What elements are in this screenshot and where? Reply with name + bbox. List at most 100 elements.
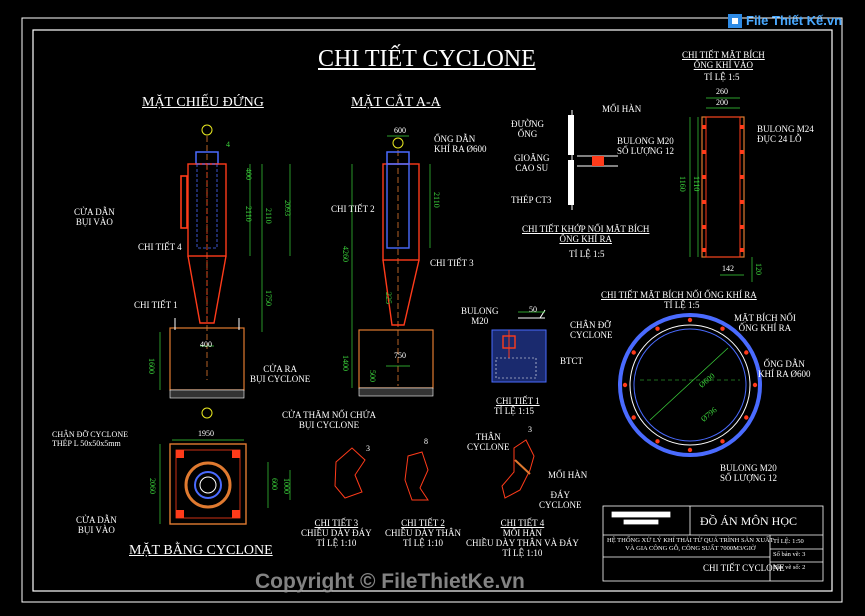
dim-elev-2110b: 2110 [264, 208, 273, 224]
dim-plan-2060: 2060 [148, 478, 157, 494]
dim-elev-1600: 1600 [147, 358, 156, 374]
flange-section-scale: TỈ LỆ 1:5 [704, 72, 740, 82]
flange-plan-caption: CHI TIẾT MẶT BÍCH NỐI ỐNG KHÍ RA [601, 290, 757, 300]
section-title: MẶT CẮT A-A [351, 95, 441, 110]
dim-plan-600: 600 [270, 478, 279, 490]
watermark: Copyright © FileThietKe.vn [255, 570, 525, 593]
elevation-title: MẶT CHIẾU ĐỨNG [142, 95, 264, 110]
dim-sec-600: 600 [394, 126, 406, 135]
detail-1 [491, 309, 547, 383]
tb-project: ĐỒ ÁN MÔN HỌC [700, 514, 798, 528]
flange-plan-detail [618, 313, 762, 457]
dim-elev-2110a: 2110 [244, 206, 253, 222]
dim-flange-260: 260 [716, 87, 728, 96]
detail2-label: CHI TIẾT 2 [331, 204, 375, 214]
detail3-label: CHI TIẾT 3 [430, 258, 474, 268]
tb-total: Bản vẽ số: 2 [773, 564, 806, 571]
flange-plan-scale: TỈ LỆ 1:5 [664, 300, 700, 310]
dim-flange-120: 120 [754, 263, 763, 275]
dim-t3b: 3 [528, 425, 532, 434]
bolt-hole [687, 317, 693, 323]
dim-sec-500: 500 [368, 370, 377, 382]
dim-elev-400: 400 [244, 168, 253, 180]
tb-sheet: CHI TIẾT CYCLONE [703, 563, 785, 573]
bolt-hole [631, 415, 636, 420]
plan-view [159, 407, 291, 525]
joint-scale: TỈ LỆ 1:5 [569, 249, 605, 259]
dim-flange-1110: 1110 [692, 176, 701, 192]
dim-elev-400b: 400 [200, 340, 212, 349]
detail4-label: CHI TIẾT 4 [138, 242, 182, 252]
dim-sec-4260: 4260 [341, 246, 350, 262]
dim-sec-750: 750 [394, 351, 406, 360]
tb-desc: HỆ THỐNG XỬ LÝ KHÍ THẢI TỪ QUÁ TRÌNH SẢN… [607, 537, 774, 552]
bolt-hole [720, 326, 725, 331]
bolt-hole [744, 415, 749, 420]
dim-flange-1160: 1160 [678, 176, 687, 192]
bolt-hole [744, 350, 749, 355]
bolt-hole [655, 439, 660, 444]
dim-sec-225: 225 [384, 292, 393, 304]
inner-frame [32, 29, 833, 592]
section-view [351, 135, 434, 397]
dim-sec-2110: 2110 [432, 192, 441, 208]
detail1-btct-label: BTCT [560, 356, 584, 366]
logo-text: File Thiết Kế.vn [746, 13, 843, 28]
joint-weld-label: MỐI HÀN [602, 104, 642, 114]
thickness-details [334, 439, 535, 501]
bolt-hole [752, 382, 758, 388]
dim-bolt-50: 50 [529, 305, 537, 314]
joint-steel-label: THÉP CT3 [511, 195, 552, 205]
flange-section-detail [689, 97, 753, 282]
detail1-label: CHI TIẾT 1 [134, 300, 178, 310]
bolt-hole [687, 447, 693, 453]
dim-sec-1400: 1400 [341, 355, 350, 371]
outer-frame [21, 17, 843, 603]
plan-title: MẶT BẰNG CYCLONE [129, 543, 273, 558]
logo-mark [728, 14, 742, 28]
flange-joint-detail [568, 110, 618, 210]
elevation-view [159, 124, 291, 399]
detail1-scale: TỈ LỆ 1:15 [494, 406, 534, 416]
title-block [602, 505, 824, 582]
tb-sheet-no: Số bản vẽ: 3 [773, 551, 806, 558]
dim-elev-2093: 2093 [283, 200, 292, 216]
drawing-title: CHI TIẾT CYCLONE [318, 46, 536, 72]
bolt-hole [720, 439, 725, 444]
dim-plan-1950: 1950 [198, 429, 214, 438]
tb-scale: TỈ LỆ: 1:50 [773, 538, 804, 545]
detail4-weld-label: MỐI HÀN [548, 470, 588, 480]
bolt-hole [622, 382, 628, 388]
bolt-hole [655, 326, 660, 331]
dim-flange-200: 200 [716, 98, 728, 107]
dim-plan-1000: 1000 [282, 478, 291, 494]
detail1-caption: CHI TIẾT 1 [496, 396, 540, 406]
dim-flange-142: 142 [722, 264, 734, 273]
dim-t3: 3 [366, 444, 370, 453]
dim-elev-4: 4 [226, 140, 230, 149]
bolt-hole [631, 350, 636, 355]
